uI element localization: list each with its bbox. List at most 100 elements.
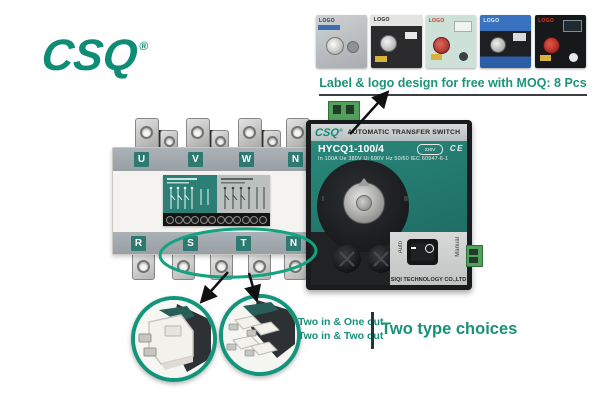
thumbnail-accent-bar xyxy=(318,25,340,30)
label-thumbnail-silver: LOGO xyxy=(316,15,367,68)
terminal-ring-icon xyxy=(250,215,259,224)
terminal-ring-icon xyxy=(233,215,242,224)
terminal-lug xyxy=(238,118,262,150)
terminal-ring-icon xyxy=(166,215,175,224)
terminal-lug xyxy=(248,251,271,280)
terminal-slot xyxy=(346,105,354,114)
thumbnail-label-box xyxy=(454,21,473,32)
choices-headline: Two type choices xyxy=(381,320,518,338)
screw-cap xyxy=(333,245,361,273)
terminal-ring-icon xyxy=(199,215,208,224)
ratings-text: In 100A Ue 380V Ui 690V Hz 50/60 IEC 609… xyxy=(318,156,449,162)
label-thumbnail-blue: LOGO xyxy=(480,15,532,68)
label-design-caption: Label & logo design for free with MOQ: 8… xyxy=(319,76,587,90)
terminal-lug xyxy=(172,251,195,280)
thumbnail-logo-text: LOGO xyxy=(373,17,390,23)
terminal-lug xyxy=(284,251,307,280)
bottom-terminal-stripe: R S T N xyxy=(113,232,313,254)
brand-logo-text: CSQ xyxy=(39,31,140,80)
manual-operation-knob[interactable] xyxy=(343,178,385,224)
thumbnail-switch-dot xyxy=(459,52,469,61)
label-thumbnail-mint: LOGO xyxy=(425,15,477,68)
terminal-lug xyxy=(210,251,233,280)
controller-brand-logo: CSQ® xyxy=(314,127,343,139)
thumbnail-knob-icon xyxy=(379,35,397,52)
model-number: HYCQ1-100/4 xyxy=(318,143,384,155)
diagram-terminal-row xyxy=(163,213,270,226)
terminal-label-t: T xyxy=(236,236,251,251)
terminal-ring-icon xyxy=(191,215,200,224)
wiring-schematic-icon xyxy=(221,178,265,209)
terminal-lug xyxy=(263,130,281,152)
terminal-label-r: R xyxy=(131,236,146,251)
thumbnail-label-box xyxy=(562,20,582,32)
thumbnail-logo-text: LOGO xyxy=(428,18,445,24)
auto-manual-rocker-switch[interactable] xyxy=(407,239,438,265)
thumbnail-switch-dot xyxy=(568,53,578,62)
thumbnail-logo-text: LOGO xyxy=(319,18,335,24)
terminal-lug xyxy=(135,118,159,150)
ats-controller-unit: CSQ® AUTOMATIC TRANSFER SWITCH HYCQ1-100… xyxy=(306,120,472,290)
label-thumbnail-white-black: LOGO xyxy=(370,15,422,68)
thumbnail-warning-sticker xyxy=(540,55,552,61)
manual-mode-label: Manual xyxy=(455,237,461,257)
terminal-ring-icon xyxy=(258,215,267,224)
dial-position-ii: II xyxy=(404,196,408,203)
terminal-closeup-inset-left xyxy=(131,296,217,382)
registered-mark: ® xyxy=(138,39,149,53)
terminal-label-u: U xyxy=(134,152,149,167)
terminal-ring-icon xyxy=(208,215,217,224)
rocker-on-mark xyxy=(411,247,416,249)
terminal-slot xyxy=(469,257,478,263)
label-design-thumbnails: LOGO LOGO LOGO LOGO LOGO xyxy=(316,15,586,68)
thumbnail-knob-icon xyxy=(490,37,507,53)
choice-option-1: Two in & One out xyxy=(298,316,384,328)
wiring-diagram-sticker xyxy=(163,175,270,226)
terminal-label-s: S xyxy=(183,236,198,251)
controller-header-strip: CSQ® AUTOMATIC TRANSFER SWITCH xyxy=(311,124,467,141)
terminal-ring-icon xyxy=(216,215,225,224)
controller-registered-mark: ® xyxy=(338,127,344,134)
thumbnail-knob-icon xyxy=(326,37,344,55)
thumbnail-warning-sticker xyxy=(430,54,442,60)
controller-brand-text: CSQ xyxy=(314,126,340,139)
terminal-ring-icon xyxy=(183,215,192,224)
terminal-label-v: V xyxy=(188,152,203,167)
csq-brand-logo: CSQ® xyxy=(39,31,150,80)
terminal-ring-icon xyxy=(225,215,234,224)
ce-mark: CE xyxy=(449,144,464,153)
terminal-closeup-inset-right xyxy=(219,294,301,376)
side-terminal-connector xyxy=(466,245,483,267)
thumbnail-warning-sticker xyxy=(374,56,387,62)
terminal-closeup-photo xyxy=(135,300,213,378)
terminal-label-n-top: N xyxy=(288,152,303,167)
choices-divider xyxy=(371,312,374,349)
thumbnail-logo-text: LOGO xyxy=(483,18,500,24)
caption-underline xyxy=(319,94,587,96)
wiring-schematic-icon xyxy=(167,178,209,209)
terminal-lug xyxy=(186,118,210,150)
rocker-off-mark xyxy=(425,244,434,253)
terminal-ring-icon xyxy=(241,215,250,224)
thumbnail-knob-icon xyxy=(346,41,359,53)
terminal-slot xyxy=(469,249,478,255)
terminal-lug xyxy=(160,130,178,152)
terminal-label-n-bottom: N xyxy=(286,236,301,251)
thumbnail-knob-icon xyxy=(432,37,450,54)
terminal-slot xyxy=(333,105,341,114)
mode-switch-panel: Auto Manual SIQI TECHNOLOGY CO.,LTD xyxy=(390,232,467,285)
company-name: SIQI TECHNOLOGY CO.,LTD xyxy=(390,277,467,283)
choice-option-2: Two in & Two out xyxy=(298,330,384,342)
label-thumbnail-black: LOGO xyxy=(535,15,586,68)
thumbnail-knob-icon xyxy=(543,37,561,54)
thumbnail-label-box xyxy=(513,33,527,41)
dial-position-i: I xyxy=(322,196,324,203)
thumbnail-logo-text: LOGO xyxy=(538,18,555,24)
terminal-label-w: W xyxy=(239,152,254,167)
terminal-closeup-photo xyxy=(223,298,297,372)
thumbnail-label-box xyxy=(404,32,417,39)
terminal-ring-icon xyxy=(174,215,183,224)
terminal-lug xyxy=(132,251,155,280)
controller-title: AUTOMATIC TRANSFER SWITCH xyxy=(347,129,461,136)
